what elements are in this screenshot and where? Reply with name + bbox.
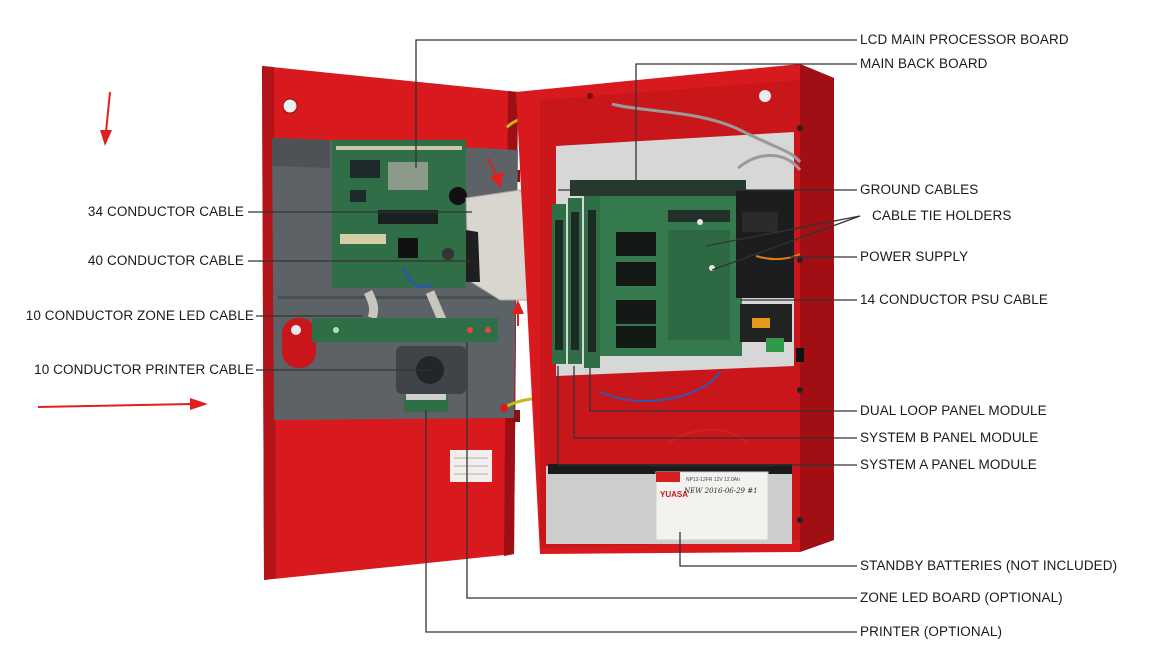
label-system-b-panel-module: SYSTEM B PANEL MODULE — [860, 430, 1039, 445]
label-40-conductor-cable: 40 CONDUCTOR CABLE — [87, 253, 244, 268]
arrow-down-icon — [100, 130, 112, 146]
battery-model: NP12-12FR 12V 12.0Ah — [686, 477, 740, 483]
panel-modules-image — [552, 196, 600, 368]
lcd-processor-board — [332, 140, 467, 288]
ribbon-cables — [363, 189, 541, 340]
leader-system-b-panel-module — [573, 366, 857, 439]
label-standby-batteries: STANDBY BATTERIES (NOT INCLUDED) — [860, 558, 1118, 573]
label-ground-cables: GROUND CABLES — [860, 182, 979, 197]
label-dual-loop-panel-module: DUAL LOOP PANEL MODULE — [860, 403, 1047, 418]
power-supply-image — [736, 190, 801, 352]
leader-lcd-main-processor-board — [415, 39, 857, 168]
battery-image: YUASA NP12-12FR 12V 12.0Ah NEW 2016-06-2… — [546, 464, 792, 544]
label-10-conductor-zone-led-cable: 10 CONDUCTOR ZONE LED CABLE — [25, 308, 254, 323]
label-psu-cable: 14 CONDUCTOR PSU CABLE — [860, 292, 1048, 307]
arrow-right-icon — [190, 398, 208, 410]
arrow-up-icon — [512, 300, 524, 314]
label-printer: PRINTER (OPTIONAL) — [860, 624, 1003, 639]
leader-cable-tie-holders-2 — [711, 215, 861, 271]
label-lcd-main-processor-board: LCD MAIN PROCESSOR BOARD — [860, 32, 1069, 47]
door-sticker — [450, 450, 492, 482]
zone-led-board-image — [312, 318, 498, 342]
label-system-a-panel-module: SYSTEM A PANEL MODULE — [860, 457, 1037, 472]
battery-handwritten: NEW 2016-06-29 #1 — [683, 487, 758, 495]
battery-brand: YUASA — [660, 490, 688, 499]
label-34-conductor-cable: 34 CONDUCTOR CABLE — [87, 204, 244, 219]
label-zone-led-board: ZONE LED BOARD (OPTIONAL) — [860, 590, 1063, 605]
label-10-conductor-printer-cable: 10 CONDUCTOR PRINTER CABLE — [34, 362, 254, 377]
leader-zone-led-board — [466, 342, 857, 599]
leader-system-a-panel-module — [557, 366, 857, 466]
leader-standby-batteries — [679, 532, 857, 567]
leader-dual-loop-panel-module — [589, 368, 857, 412]
leader-main-back-board — [635, 63, 857, 182]
leader-lines — [248, 39, 861, 633]
label-cable-tie-holders: CABLE TIE HOLDERS — [872, 208, 1012, 223]
label-main-back-board: MAIN BACK BOARD — [860, 56, 988, 71]
arrow-diagonal-icon — [490, 172, 504, 188]
label-power-supply: POWER SUPPLY — [860, 249, 969, 264]
leader-printer — [425, 410, 857, 633]
main-board-image — [600, 196, 742, 356]
red-arrows — [37, 91, 524, 410]
leader-cable-tie-holders-1 — [705, 215, 861, 247]
